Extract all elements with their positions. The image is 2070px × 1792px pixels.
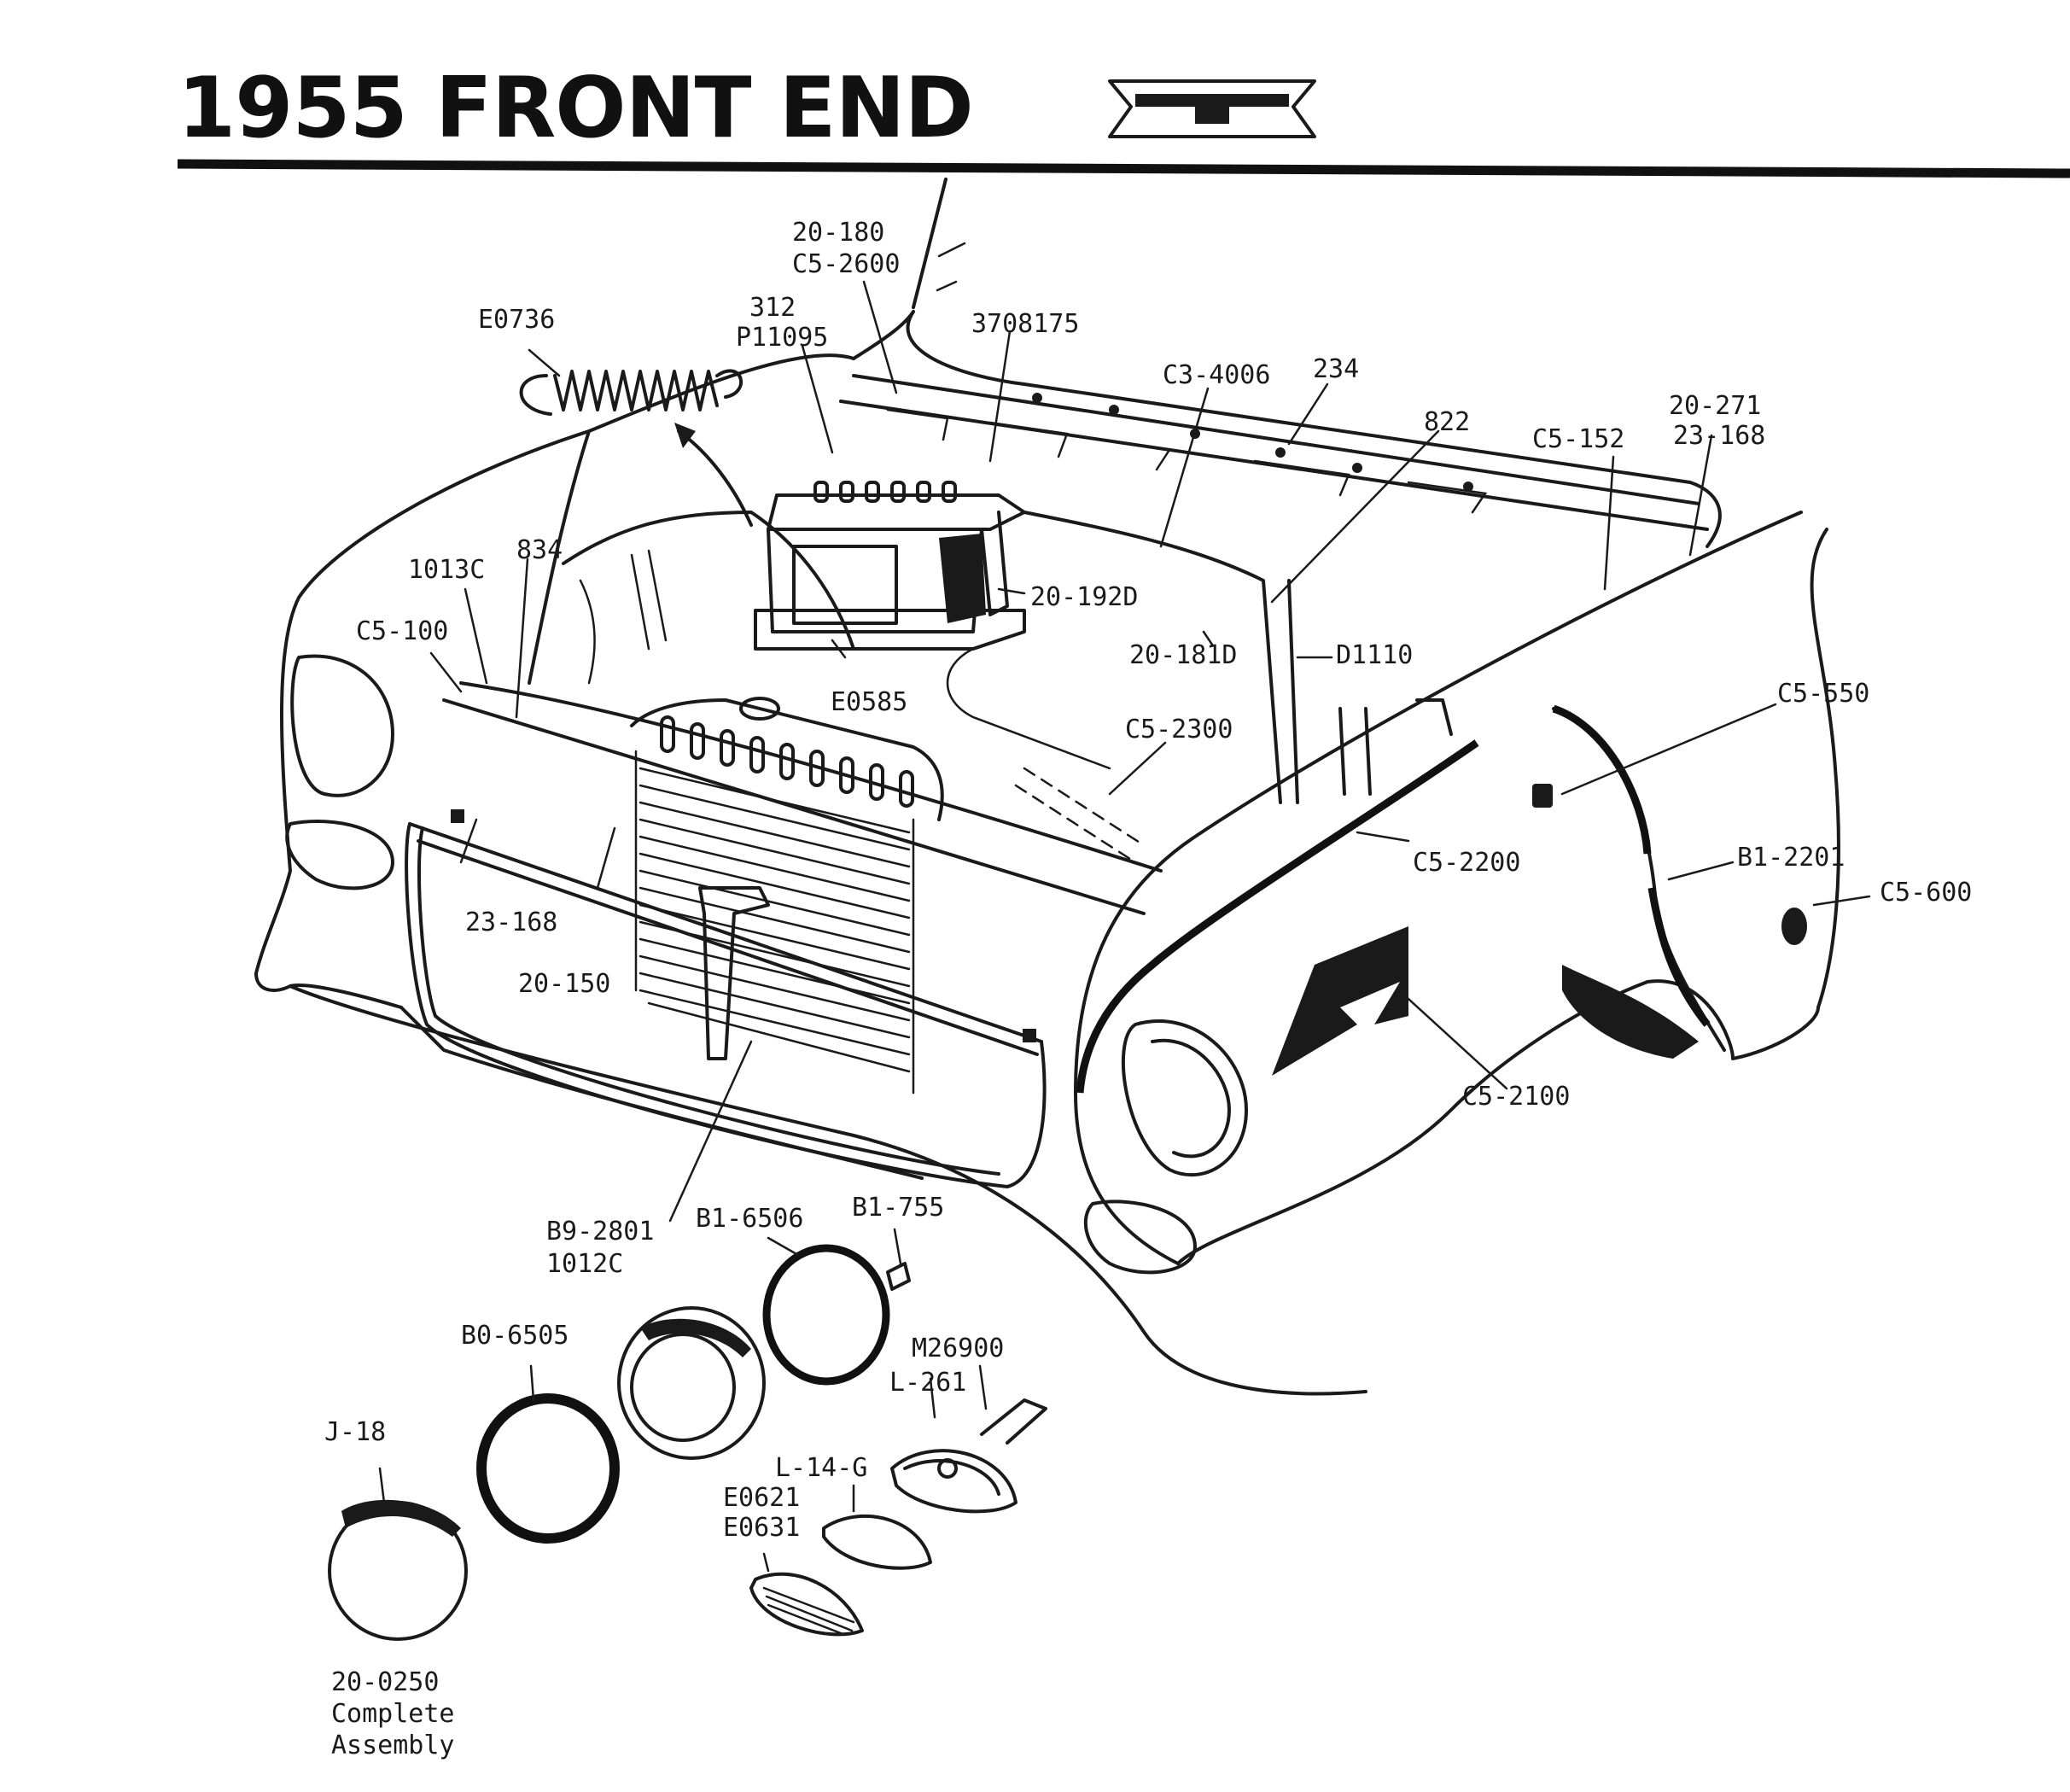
fender-emblem <box>1272 926 1408 1076</box>
label-c5-152: C5-152 <box>1532 424 1625 454</box>
label-complete: Complete <box>331 1699 455 1729</box>
fender-grommet <box>1532 784 1553 808</box>
label-l-14-g: L-14-G <box>775 1453 868 1483</box>
radiator-brace <box>698 886 770 1060</box>
battery-icon <box>754 481 1026 651</box>
label-1012c: 1012C <box>546 1249 624 1279</box>
label-20-192d: 20-192D <box>1030 582 1139 612</box>
label-m26900: M26900 <box>912 1334 1005 1363</box>
fender-molding <box>1076 739 1479 1094</box>
label-c5-2600: C5-2600 <box>792 249 901 279</box>
label-e0621: E0621 <box>723 1483 801 1513</box>
leader-lines <box>378 280 1871 1573</box>
label-20-271: 20-271 <box>1669 391 1762 421</box>
label-e0631: E0631 <box>723 1513 801 1543</box>
page-title: 1955 FRONT END <box>178 60 974 157</box>
label-b1-2201: B1-2201 <box>1737 843 1846 873</box>
left-headlight-bezel <box>290 654 394 797</box>
label-p11095: P11095 <box>736 323 829 353</box>
label-b1-6506: B1-6506 <box>696 1204 804 1234</box>
radiator-cap <box>739 697 780 721</box>
left-parking-lamp <box>285 820 394 890</box>
label-20-180: 20-180 <box>792 218 885 248</box>
label-23-168-left: 23-168 <box>465 908 558 937</box>
label-l-261: L-261 <box>889 1368 967 1398</box>
chevrolet-bowtie-emblem-icon <box>1108 79 1316 138</box>
label-j-18: J-18 <box>324 1417 387 1447</box>
title-rule <box>177 159 2070 178</box>
hood-prop-rod <box>912 178 948 309</box>
label-20-181d: 20-181D <box>1129 640 1238 670</box>
label-e0585: E0585 <box>831 687 908 717</box>
radiator-core-fins <box>634 750 915 1094</box>
label-b0-6505: B0-6505 <box>461 1321 569 1351</box>
front-valance <box>289 984 1367 1396</box>
label-20-0250: 20-0250 <box>331 1667 440 1697</box>
label-c5-550: C5-550 <box>1777 679 1870 709</box>
label-c5-100: C5-100 <box>356 616 449 646</box>
label-d1110: D1110 <box>1336 640 1414 670</box>
right-parking-lamp <box>1083 1200 1197 1275</box>
right-headlight-bezel <box>1121 1019 1248 1177</box>
fender-plug <box>1781 908 1807 945</box>
cowl-vent-panel <box>839 400 1709 531</box>
radiator-tank-bumps <box>660 715 914 808</box>
grille-frame <box>405 822 1047 1188</box>
cowl-bolts <box>1032 393 1473 492</box>
label-c5-600: C5-600 <box>1880 878 1973 908</box>
headlight-exploded-parts <box>328 1244 1047 1641</box>
cowl-vent-slots <box>886 408 1488 514</box>
label-c5-2200: C5-2200 <box>1413 848 1521 878</box>
right-fender <box>1074 511 1803 1265</box>
label-1013c: 1013C <box>408 555 486 585</box>
label-20-150: 20-150 <box>518 969 611 999</box>
label-c3-4006: C3-4006 <box>1163 360 1271 390</box>
label-assembly: Assembly <box>331 1731 455 1760</box>
radiator-top-tank <box>630 698 944 821</box>
label-234: 234 <box>1313 354 1360 384</box>
label-c5-2100: C5-2100 <box>1462 1082 1571 1112</box>
label-834: 834 <box>516 535 563 565</box>
label-e0736: E0736 <box>478 305 556 335</box>
cowl-outline <box>906 310 1722 548</box>
label-b9-2801: B9-2801 <box>546 1217 655 1246</box>
label-3708175: 3708175 <box>971 309 1080 339</box>
label-b1-755: B1-755 <box>852 1193 945 1223</box>
engine-bay-floor <box>562 511 855 651</box>
label-822: 822 <box>1424 407 1471 437</box>
hood-spring-icon <box>519 369 743 416</box>
label-23-168-top: 23-168 <box>1673 421 1766 451</box>
label-c5-2300: C5-2300 <box>1125 715 1233 744</box>
label-312: 312 <box>749 293 796 323</box>
